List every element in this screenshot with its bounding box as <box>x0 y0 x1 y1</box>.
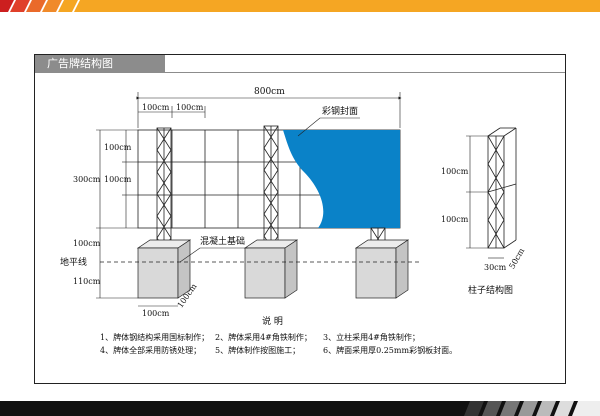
dim-footing-width: 100cm <box>142 309 170 318</box>
dim-segment-a: 100cm <box>142 103 170 112</box>
bottom-decor-stripes <box>0 401 600 416</box>
note-item-4: 4、牌体全部采用防锈处理； <box>100 345 201 355</box>
notes-heading: 说 明 <box>262 315 283 327</box>
column-detail-width: 30cm <box>484 263 507 272</box>
column-detail-h2: 100cm <box>441 215 469 224</box>
dim-height-base: 100cm <box>73 239 101 248</box>
dim-height-total: 300cm <box>73 175 101 184</box>
column-detail <box>487 127 517 249</box>
header-rule <box>165 72 565 73</box>
dim-height-mid: 100cm <box>104 175 132 184</box>
column-detail-h1: 100cm <box>441 167 469 176</box>
note-item-1: 1、牌体钢结构采用国标制作； <box>100 332 209 342</box>
dim-height-underground: 110cm <box>73 277 101 286</box>
footing-middle <box>243 239 299 299</box>
column-detail-dims <box>466 135 504 259</box>
footing-right <box>354 239 410 299</box>
top-decor-stripes <box>0 0 600 12</box>
note-item-3: 3、立柱采用4#角铁制作； <box>323 332 420 342</box>
dim-total-width: 800cm <box>254 87 285 97</box>
note-item-2: 2、牌体采用4#角铁制作； <box>215 332 312 342</box>
dim-segment-b: 100cm <box>176 103 204 112</box>
dim-height-top: 100cm <box>104 143 132 152</box>
steel-face-panel <box>283 130 400 228</box>
column-detail-title: 柱子结构图 <box>468 284 513 296</box>
page-title: 广告牌结构图 <box>35 55 165 73</box>
note-item-6: 6、牌面采用厚0.25mm彩钢板封面。 <box>323 345 457 355</box>
note-item-5: 5、牌体制作按图施工； <box>215 345 300 355</box>
concrete-label: 混凝土基础 <box>200 235 245 247</box>
footing-left <box>136 239 192 299</box>
ground-line-label: 地平线 <box>60 256 87 268</box>
top-dimensions <box>136 92 402 128</box>
column-detail-depth: 50cm <box>507 246 526 270</box>
left-dimensions <box>96 129 138 299</box>
steel-face-label: 彩钢封面 <box>322 105 358 117</box>
